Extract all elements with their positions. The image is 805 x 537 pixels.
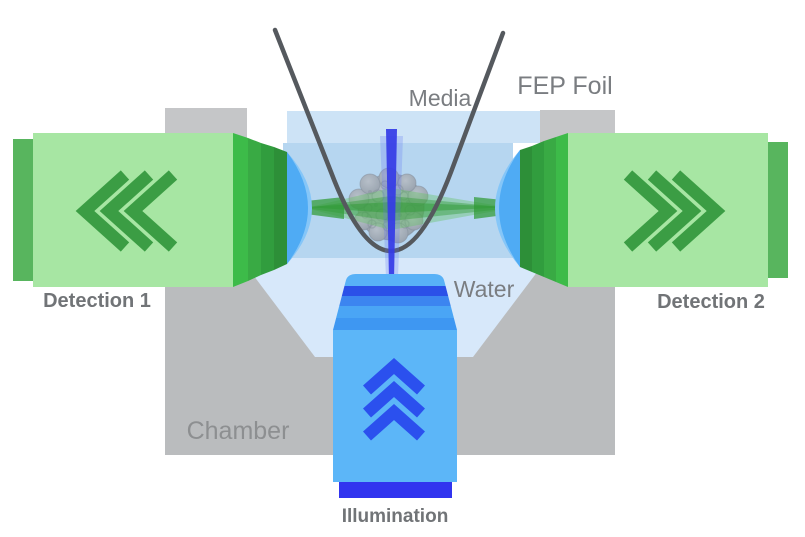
chevron-left-icon — [75, 170, 178, 252]
light-sheet — [306, 188, 512, 230]
detection-2-back-cap — [768, 142, 788, 278]
detection-2-lens — [499, 150, 520, 267]
label-fep-foil: FEP Foil — [517, 72, 613, 100]
detection-1-band — [248, 138, 261, 281]
detection-2-band — [520, 146, 532, 272]
laser-beam — [380, 129, 403, 280]
detection-1-band — [261, 143, 274, 275]
illumination-objective — [333, 274, 457, 498]
label-media: Media — [408, 85, 472, 111]
detection-1-band — [274, 147, 287, 270]
laser-beam-core — [386, 129, 397, 280]
illumination-dome — [333, 274, 457, 330]
light-sheet-left-tip — [306, 197, 344, 219]
label-detection-1: Detection 1 — [43, 290, 151, 312]
label-detection-2: Detection 2 — [657, 291, 765, 313]
detection-2-band — [544, 137, 556, 282]
label-illumination: Illumination — [341, 506, 449, 527]
detection-2-band — [556, 133, 568, 287]
water-surface-band — [287, 111, 540, 143]
label-water: Water — [453, 276, 515, 302]
detection-1-band — [233, 133, 248, 287]
detection-objective-1 — [13, 133, 312, 287]
detection-2-band — [532, 141, 544, 277]
chevron-right-icon — [623, 170, 726, 252]
light-sheet-core — [306, 202, 512, 213]
detection-1-back-cap — [13, 139, 33, 281]
chevron-up-icon — [363, 357, 425, 441]
illumination-base — [339, 482, 452, 498]
detection-objective-2 — [495, 133, 788, 287]
detection-1-lens — [287, 152, 308, 264]
label-chamber: Chamber — [186, 417, 290, 445]
